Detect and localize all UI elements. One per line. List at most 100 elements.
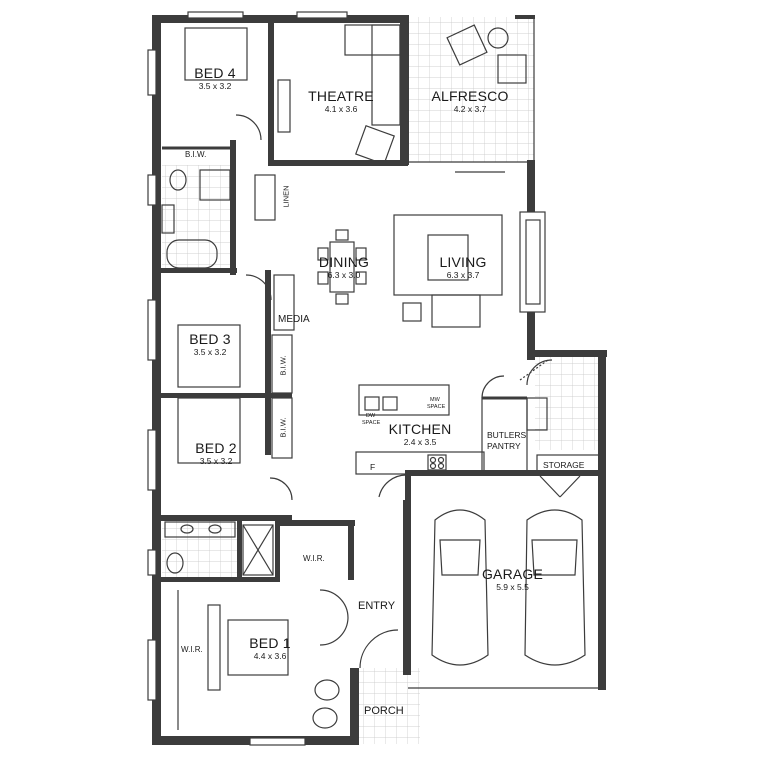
entry-right-wall	[403, 500, 409, 675]
living-ottoman	[427, 234, 469, 281]
pantry-door	[481, 375, 505, 399]
front-door	[359, 629, 399, 669]
room-label-bed4: BED 4 3.5 x 3.2	[185, 66, 245, 91]
alfresco-name: ALFRESCO	[431, 88, 509, 104]
storage-doors	[539, 475, 581, 498]
laundry-tub	[526, 397, 548, 431]
bathroom-bottom-wall	[152, 268, 237, 273]
bed1-window	[147, 639, 157, 701]
alfresco-table	[487, 27, 509, 49]
bed3-biw	[271, 334, 293, 394]
bed2-dims: 3.5 x 3.2	[199, 455, 233, 466]
dining-chair-3	[355, 247, 367, 261]
room-label-living: LIVING 6.3 x 3.7	[428, 255, 498, 280]
bed2-bottom-wall	[152, 515, 292, 521]
bed1-chair-1	[314, 679, 340, 701]
kitchen-bench	[355, 451, 485, 475]
bed1-bed	[227, 619, 289, 676]
room-label-bed2: BED 2 3.5 x 3.2	[186, 441, 246, 466]
bed1-name: BED 1	[249, 635, 291, 651]
car-1-windshield	[439, 539, 481, 576]
butlers-label-2: PANTRY	[487, 441, 521, 451]
bed3-window	[147, 299, 157, 361]
media-label: MEDIA	[278, 314, 310, 325]
living-name: LIVING	[439, 254, 487, 270]
burner-1	[429, 456, 437, 464]
bathtub	[166, 239, 218, 269]
ensuite-vanity	[164, 521, 236, 538]
alfresco-top-post	[515, 15, 535, 19]
dining-chair-5	[335, 229, 349, 241]
bed4-theatre-wall	[268, 20, 274, 165]
bed4-bed	[184, 27, 248, 81]
ensuite-shower-x2	[242, 524, 274, 576]
laundry-tiles	[535, 355, 603, 450]
garage-dims: 5.9 x 5.5	[496, 581, 529, 592]
top-exterior-wall	[152, 15, 408, 23]
butlers-label-1: BUTLERS	[487, 430, 527, 440]
kitchen-dims: 2.4 x 3.5	[403, 436, 437, 447]
linen-cupboard	[254, 174, 276, 221]
room-label-kitchen: KITCHEN 2.4 x 3.5	[380, 422, 460, 447]
garage-name: GARAGE	[481, 566, 544, 582]
dw-label-1: DW	[366, 413, 376, 419]
room-label-alfresco: ALFRESCO 4.2 x 3.7	[420, 89, 520, 114]
bathroom-door	[245, 274, 272, 301]
bed1-chair-2	[312, 707, 338, 729]
bed2-biw	[271, 397, 293, 459]
theatre-window	[296, 11, 348, 19]
biw-bed3-label: B.I.W.	[278, 355, 288, 376]
dining-chair-4	[355, 271, 367, 285]
ensuite-shower	[242, 524, 274, 576]
shower	[199, 169, 231, 201]
wir-ensuite-label: W.I.R.	[303, 554, 325, 563]
room-label-dining: DINING 6.3 x 3.0	[309, 255, 379, 280]
wir-top-wall	[275, 520, 355, 526]
kitchen-name: KITCHEN	[388, 421, 452, 437]
sink-2	[382, 396, 398, 411]
room-label-bed1: BED 1 4.4 x 3.6	[235, 636, 305, 661]
wir-left-wall	[275, 520, 280, 582]
dining-chair-2	[317, 271, 329, 285]
sink-1	[364, 396, 380, 411]
biw-bed2-label: B.I.W.	[278, 417, 288, 438]
living-bay-inner	[525, 219, 541, 305]
vanity	[161, 204, 175, 234]
mw-label-2: SPACE	[427, 404, 446, 410]
bed3-bed	[177, 324, 241, 388]
tiled-areas	[162, 17, 603, 744]
bedroom-wing-wall	[265, 270, 271, 455]
left-exterior-wall	[152, 15, 161, 745]
theatre-bottom-wall	[268, 160, 408, 166]
fridge-label: F	[370, 462, 376, 472]
theatre-dims: 4.1 x 3.6	[324, 103, 358, 114]
porch-tiles	[358, 668, 420, 744]
alfresco-chair-1	[446, 24, 488, 66]
bathroom-tiles	[162, 165, 232, 271]
burner-2	[437, 456, 445, 464]
fixtures	[147, 11, 601, 746]
porch-left-wall	[350, 668, 359, 745]
storage-label: STORAGE	[543, 460, 585, 470]
bed4-window	[187, 11, 244, 19]
garage-door-internal	[378, 474, 408, 498]
bed2-window	[147, 429, 157, 491]
bed3-bed2-wall	[152, 393, 292, 398]
bath-window	[147, 174, 157, 206]
bed2-door	[269, 477, 293, 501]
living-side-table	[402, 302, 422, 322]
kitchen-island	[358, 384, 450, 416]
alfresco-left-wall	[400, 15, 409, 165]
biw-bed4-label: B.I.W.	[185, 150, 207, 159]
laundry-door	[526, 359, 553, 386]
room-label-theatre: THEATRE 4.1 x 3.6	[296, 89, 386, 114]
dining-chair-1	[317, 247, 329, 261]
cooktop	[427, 454, 447, 471]
bed4-name: BED 4	[194, 65, 236, 81]
room-label-garage: GARAGE 5.9 x 5.5	[470, 567, 555, 592]
theatre-sofa-side	[371, 24, 401, 126]
room-label-bed3: BED 3 3.5 x 3.2	[180, 332, 240, 357]
dw-label-2: SPACE	[362, 420, 381, 426]
entry-label: ENTRY	[358, 600, 396, 612]
porch-label: PORCH	[364, 705, 404, 717]
